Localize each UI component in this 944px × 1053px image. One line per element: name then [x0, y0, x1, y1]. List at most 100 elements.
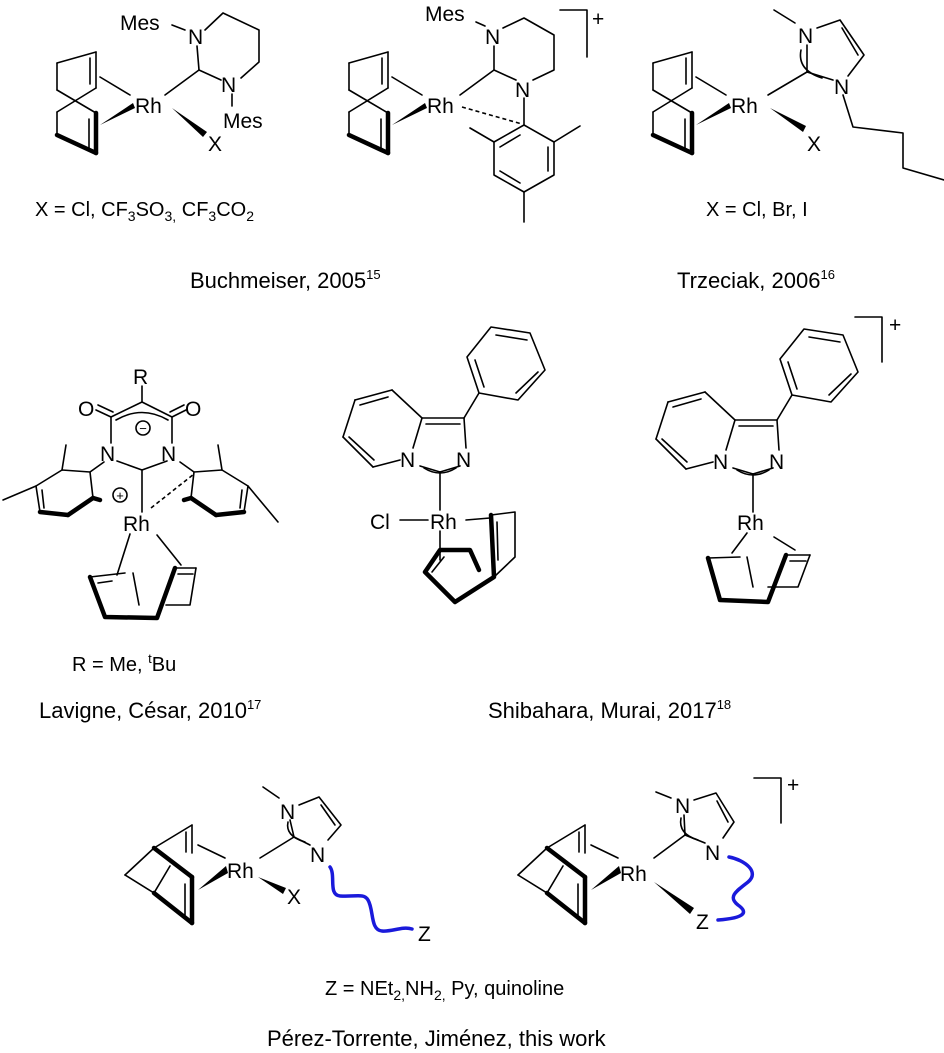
bond-line — [169, 404, 185, 413]
bond-line — [499, 170, 521, 184]
atom-label-n: N — [769, 451, 784, 474]
bond-line — [493, 124, 555, 193]
bond-line — [116, 533, 131, 576]
substituent-caption: X = Cl, CF3SO3, CF3CO2 — [35, 199, 254, 224]
bond-line — [431, 556, 445, 573]
bond-line — [841, 27, 859, 56]
shibahara-neutral-complex: N N Cl Rh — [342, 326, 546, 605]
bond-line — [286, 821, 306, 843]
substituent-caption: Z = NEt2,NH2, Py, quinoline — [325, 978, 564, 1003]
bond-line — [653, 834, 686, 859]
atom-label-rh: Rh — [135, 95, 162, 118]
text-segment: Buchmeiser, 2005 — [190, 268, 366, 293]
atom-label-rh: Rh — [737, 512, 764, 535]
bond-line — [198, 69, 222, 81]
cation-charge-label: + — [116, 488, 124, 503]
charge-label: + — [592, 8, 604, 31]
text-segment: t — [148, 651, 152, 666]
atom-label-mes: Mes — [223, 110, 263, 133]
bond-line — [655, 791, 672, 799]
atom-label-x: X — [208, 133, 222, 156]
text-segment: NH — [405, 978, 434, 1000]
atom-label-n: N — [485, 26, 500, 49]
bond-line — [496, 521, 499, 561]
atom-label-mes: Mes — [425, 3, 465, 26]
bond-line — [239, 489, 243, 509]
bond-line — [289, 819, 295, 838]
bond-line — [679, 817, 699, 841]
atom-label-cl: Cl — [370, 511, 390, 534]
reference-trzeciak: Trzeciak, 200616 — [677, 267, 835, 293]
imidazopyridinylidene-ligand — [342, 326, 546, 511]
text-segment: R = Me, — [72, 654, 148, 676]
bond-line — [116, 460, 143, 471]
atom-label-n: N — [100, 443, 115, 466]
bond-line — [132, 572, 140, 606]
bond-line — [89, 461, 105, 473]
bond-line — [716, 800, 729, 823]
bond-line — [693, 792, 735, 839]
bond-line — [165, 567, 197, 606]
bond-line — [188, 495, 219, 518]
text-segment: Bu — [152, 654, 176, 676]
text-segment: Py, quinoline — [446, 978, 565, 1000]
atom-label-z: Z — [418, 923, 431, 946]
bond-line — [110, 401, 143, 418]
atom-label-n: N — [221, 74, 236, 97]
bond-line — [247, 485, 279, 523]
wedge-bond — [258, 877, 286, 894]
bond-line — [493, 69, 517, 81]
bond-line — [746, 556, 754, 588]
text-segment: 15 — [366, 267, 380, 282]
atom-label-n: N — [675, 795, 690, 818]
atom-label-n: N — [834, 76, 849, 99]
text-segment: CO — [216, 199, 246, 221]
text-segment: CF — [176, 199, 208, 221]
wedge-bond — [654, 882, 694, 914]
text-segment: Trzeciak, 2006 — [677, 268, 820, 293]
cod-ligand — [653, 52, 731, 153]
text-segment: 3 — [128, 208, 136, 224]
wedge-bond — [172, 108, 207, 137]
bond-line — [181, 495, 194, 503]
tether-wavy-bond — [716, 855, 755, 922]
bond-line — [553, 125, 581, 143]
bond-line — [731, 532, 748, 554]
bond-line — [65, 495, 96, 518]
text-segment: 17 — [247, 697, 261, 712]
charge-label: + — [889, 314, 901, 337]
atom-label-o: O — [78, 398, 94, 421]
bond-line — [816, 19, 865, 77]
cation-charge-circle — [112, 487, 128, 503]
atom-label-rh: Rh — [430, 511, 457, 534]
charge-label: + — [787, 774, 799, 797]
bond-line — [179, 461, 195, 473]
tether-wavy-bond — [328, 865, 414, 933]
reference-this-work: Pérez-Torrente, Jiménez, this work — [267, 1026, 607, 1051]
atom-label-r: R — [133, 366, 148, 389]
bond-line — [502, 17, 555, 81]
bond-line — [97, 580, 113, 584]
bond-line — [799, 49, 823, 79]
charge-bracket — [854, 316, 883, 363]
reference-shibahara-murai: Shibahara, Murai, 201718 — [488, 697, 731, 723]
bond-line — [196, 45, 200, 71]
text-segment: 3, — [165, 208, 177, 224]
bond-line — [459, 69, 495, 96]
bond-line — [461, 106, 523, 125]
text-segment: Z = NEt — [325, 978, 394, 1000]
lavigne-cesar-complex: R O O − + N N Rh R = Me, tBu — [2, 366, 279, 676]
text-segment: 18 — [717, 697, 731, 712]
charge-bracket — [753, 777, 782, 824]
text-segment: Lavigne, César, 2010 — [39, 698, 247, 723]
text-segment: 16 — [820, 267, 834, 282]
reference-lavigne-cesar: Lavigne, César, 201017 — [39, 697, 261, 723]
text-segment: 3 — [208, 208, 216, 224]
cod-ligand — [57, 52, 135, 153]
bond-line — [150, 473, 195, 509]
bond-line — [475, 21, 486, 27]
bond-line — [707, 556, 741, 559]
anion-charge-label: − — [139, 421, 147, 436]
bond-line — [2, 485, 37, 501]
bond-line — [259, 836, 295, 859]
